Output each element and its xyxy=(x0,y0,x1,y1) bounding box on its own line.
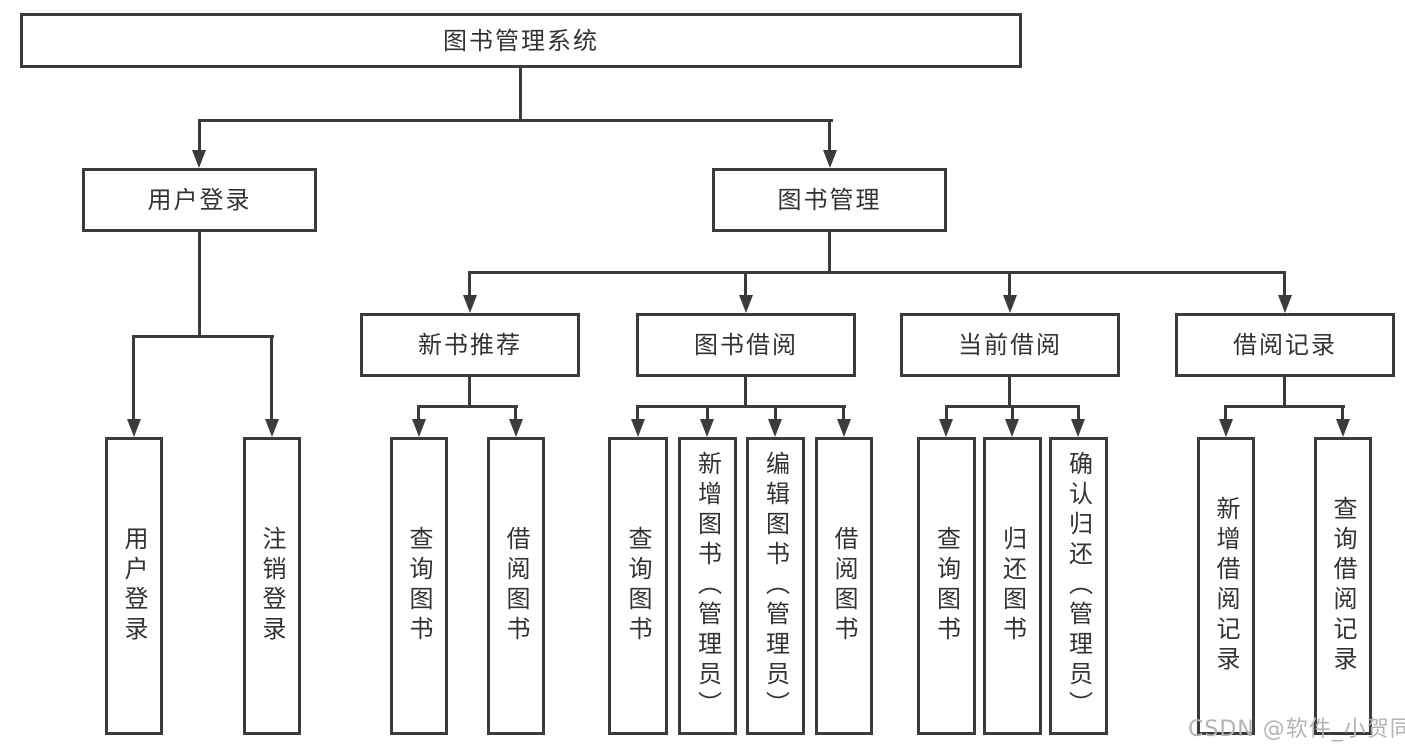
connector-line xyxy=(198,122,201,150)
connector-line xyxy=(945,408,948,419)
leaf-add-book-admin: 新增图书（管理员） xyxy=(678,437,737,735)
connector-line xyxy=(1008,377,1011,408)
arrowhead-down-icon xyxy=(412,419,426,437)
connector-line xyxy=(636,408,639,419)
arrowhead-down-icon xyxy=(1219,419,1233,437)
node-current-borrowing: 当前借阅 xyxy=(900,313,1120,377)
connector-line xyxy=(1224,408,1227,419)
arrowhead-down-icon xyxy=(1071,419,1085,437)
connector-line xyxy=(706,408,709,419)
node-new-book-recommend: 新书推荐 xyxy=(360,313,580,377)
leaf-add-borrow-record: 新增借阅记录 xyxy=(1197,437,1255,735)
connector-line xyxy=(1224,405,1345,408)
arrowhead-down-icon xyxy=(837,419,851,437)
leaf-add-borrow-record-label: 新增借阅记录 xyxy=(1212,496,1240,676)
connector-line xyxy=(417,405,518,408)
leaf-borrow-book: 借阅图书 xyxy=(815,437,873,735)
node-current-borrowing-label: 当前借阅 xyxy=(958,331,1062,359)
leaf-query-borrow-record-label: 查询借阅记录 xyxy=(1329,496,1357,676)
connector-line xyxy=(1077,408,1080,419)
node-borrow-records: 借阅记录 xyxy=(1175,313,1395,377)
connector-line xyxy=(468,377,471,408)
csdn-watermark: CSDN @软件_小贺同学 xyxy=(1188,717,1405,742)
node-book-borrowing: 图书借阅 xyxy=(636,313,856,377)
arrowhead-down-icon xyxy=(192,150,206,168)
connector-line xyxy=(1283,377,1286,408)
leaf-edit-book-admin: 编辑图书（管理员） xyxy=(746,437,805,735)
connector-line xyxy=(945,405,1080,408)
connector-line xyxy=(744,377,747,408)
leaf-user-login: 用户登录 xyxy=(105,437,163,735)
arrowhead-down-icon xyxy=(631,419,645,437)
connector-line xyxy=(198,119,833,122)
connector-line xyxy=(514,408,517,419)
arrowhead-down-icon xyxy=(1005,419,1019,437)
leaf-return-book-label: 归还图书 xyxy=(998,526,1027,646)
arrowhead-down-icon xyxy=(265,419,279,437)
node-user-login-label: 用户登录 xyxy=(147,186,252,214)
arrowhead-down-icon xyxy=(509,419,523,437)
leaf-add-book-admin-label: 新增图书（管理员） xyxy=(693,451,722,721)
leaf-user-login-label: 用户登录 xyxy=(120,526,148,646)
leaf-return-book: 归还图书 xyxy=(983,437,1042,735)
connector-line xyxy=(1341,408,1344,419)
arrowhead-down-icon xyxy=(739,295,753,313)
leaf-query-book-borrowing-label: 查询图书 xyxy=(624,526,652,646)
connector-line xyxy=(132,338,135,419)
leaf-borrow-book-recommend-label: 借阅图书 xyxy=(502,526,530,646)
arrowhead-down-icon xyxy=(823,150,837,168)
connector-line xyxy=(828,122,831,150)
arrowhead-down-icon xyxy=(463,295,477,313)
leaf-edit-book-admin-label: 编辑图书（管理员） xyxy=(761,451,790,721)
connector-line xyxy=(828,232,831,274)
connector-line xyxy=(1008,274,1011,295)
node-borrow-records-label: 借阅记录 xyxy=(1233,331,1337,359)
arrowhead-down-icon xyxy=(1278,295,1292,313)
leaf-borrow-book-label: 借阅图书 xyxy=(830,526,858,646)
leaf-confirm-return-admin-label: 确认归还（管理员） xyxy=(1064,451,1093,721)
node-book-management-label: 图书管理 xyxy=(777,186,882,214)
connector-line xyxy=(468,274,471,295)
arrowhead-down-icon xyxy=(768,419,782,437)
connector-line xyxy=(774,408,777,419)
leaf-query-book-current: 查询图书 xyxy=(917,437,976,735)
connector-line xyxy=(636,405,846,408)
connector-line xyxy=(468,271,1286,274)
connector-line xyxy=(1011,408,1014,419)
node-book-management: 图书管理 xyxy=(712,168,947,232)
node-new-book-recommend-label: 新书推荐 xyxy=(418,331,522,359)
leaf-query-book-recommend-label: 查询图书 xyxy=(405,526,433,646)
connector-line xyxy=(417,408,420,419)
leaf-borrow-book-recommend: 借阅图书 xyxy=(487,437,545,735)
arrowhead-down-icon xyxy=(939,419,953,437)
connector-line xyxy=(198,232,201,338)
leaf-logout-label: 注销登录 xyxy=(258,526,286,646)
arrowhead-down-icon xyxy=(700,419,714,437)
arrowhead-down-icon xyxy=(127,419,141,437)
connector-line xyxy=(842,408,845,419)
leaf-confirm-return-admin: 确认归还（管理员） xyxy=(1049,437,1108,735)
node-book-borrowing-label: 图书借阅 xyxy=(694,331,798,359)
leaf-query-book-borrowing: 查询图书 xyxy=(608,437,668,735)
arrowhead-down-icon xyxy=(1336,419,1350,437)
connector-line xyxy=(270,338,273,419)
leaf-query-book-recommend: 查询图书 xyxy=(390,437,448,735)
connector-line xyxy=(519,68,522,121)
node-library-system: 图书管理系统 xyxy=(20,13,1022,68)
node-user-login: 用户登录 xyxy=(82,168,317,232)
arrowhead-down-icon xyxy=(1003,295,1017,313)
node-library-system-label: 图书管理系统 xyxy=(443,26,599,55)
leaf-logout: 注销登录 xyxy=(243,437,301,735)
connector-line xyxy=(1283,274,1286,295)
leaf-query-borrow-record: 查询借阅记录 xyxy=(1314,437,1372,735)
connector-line xyxy=(744,274,747,295)
leaf-query-book-current-label: 查询图书 xyxy=(932,526,961,646)
connector-line xyxy=(132,335,274,338)
